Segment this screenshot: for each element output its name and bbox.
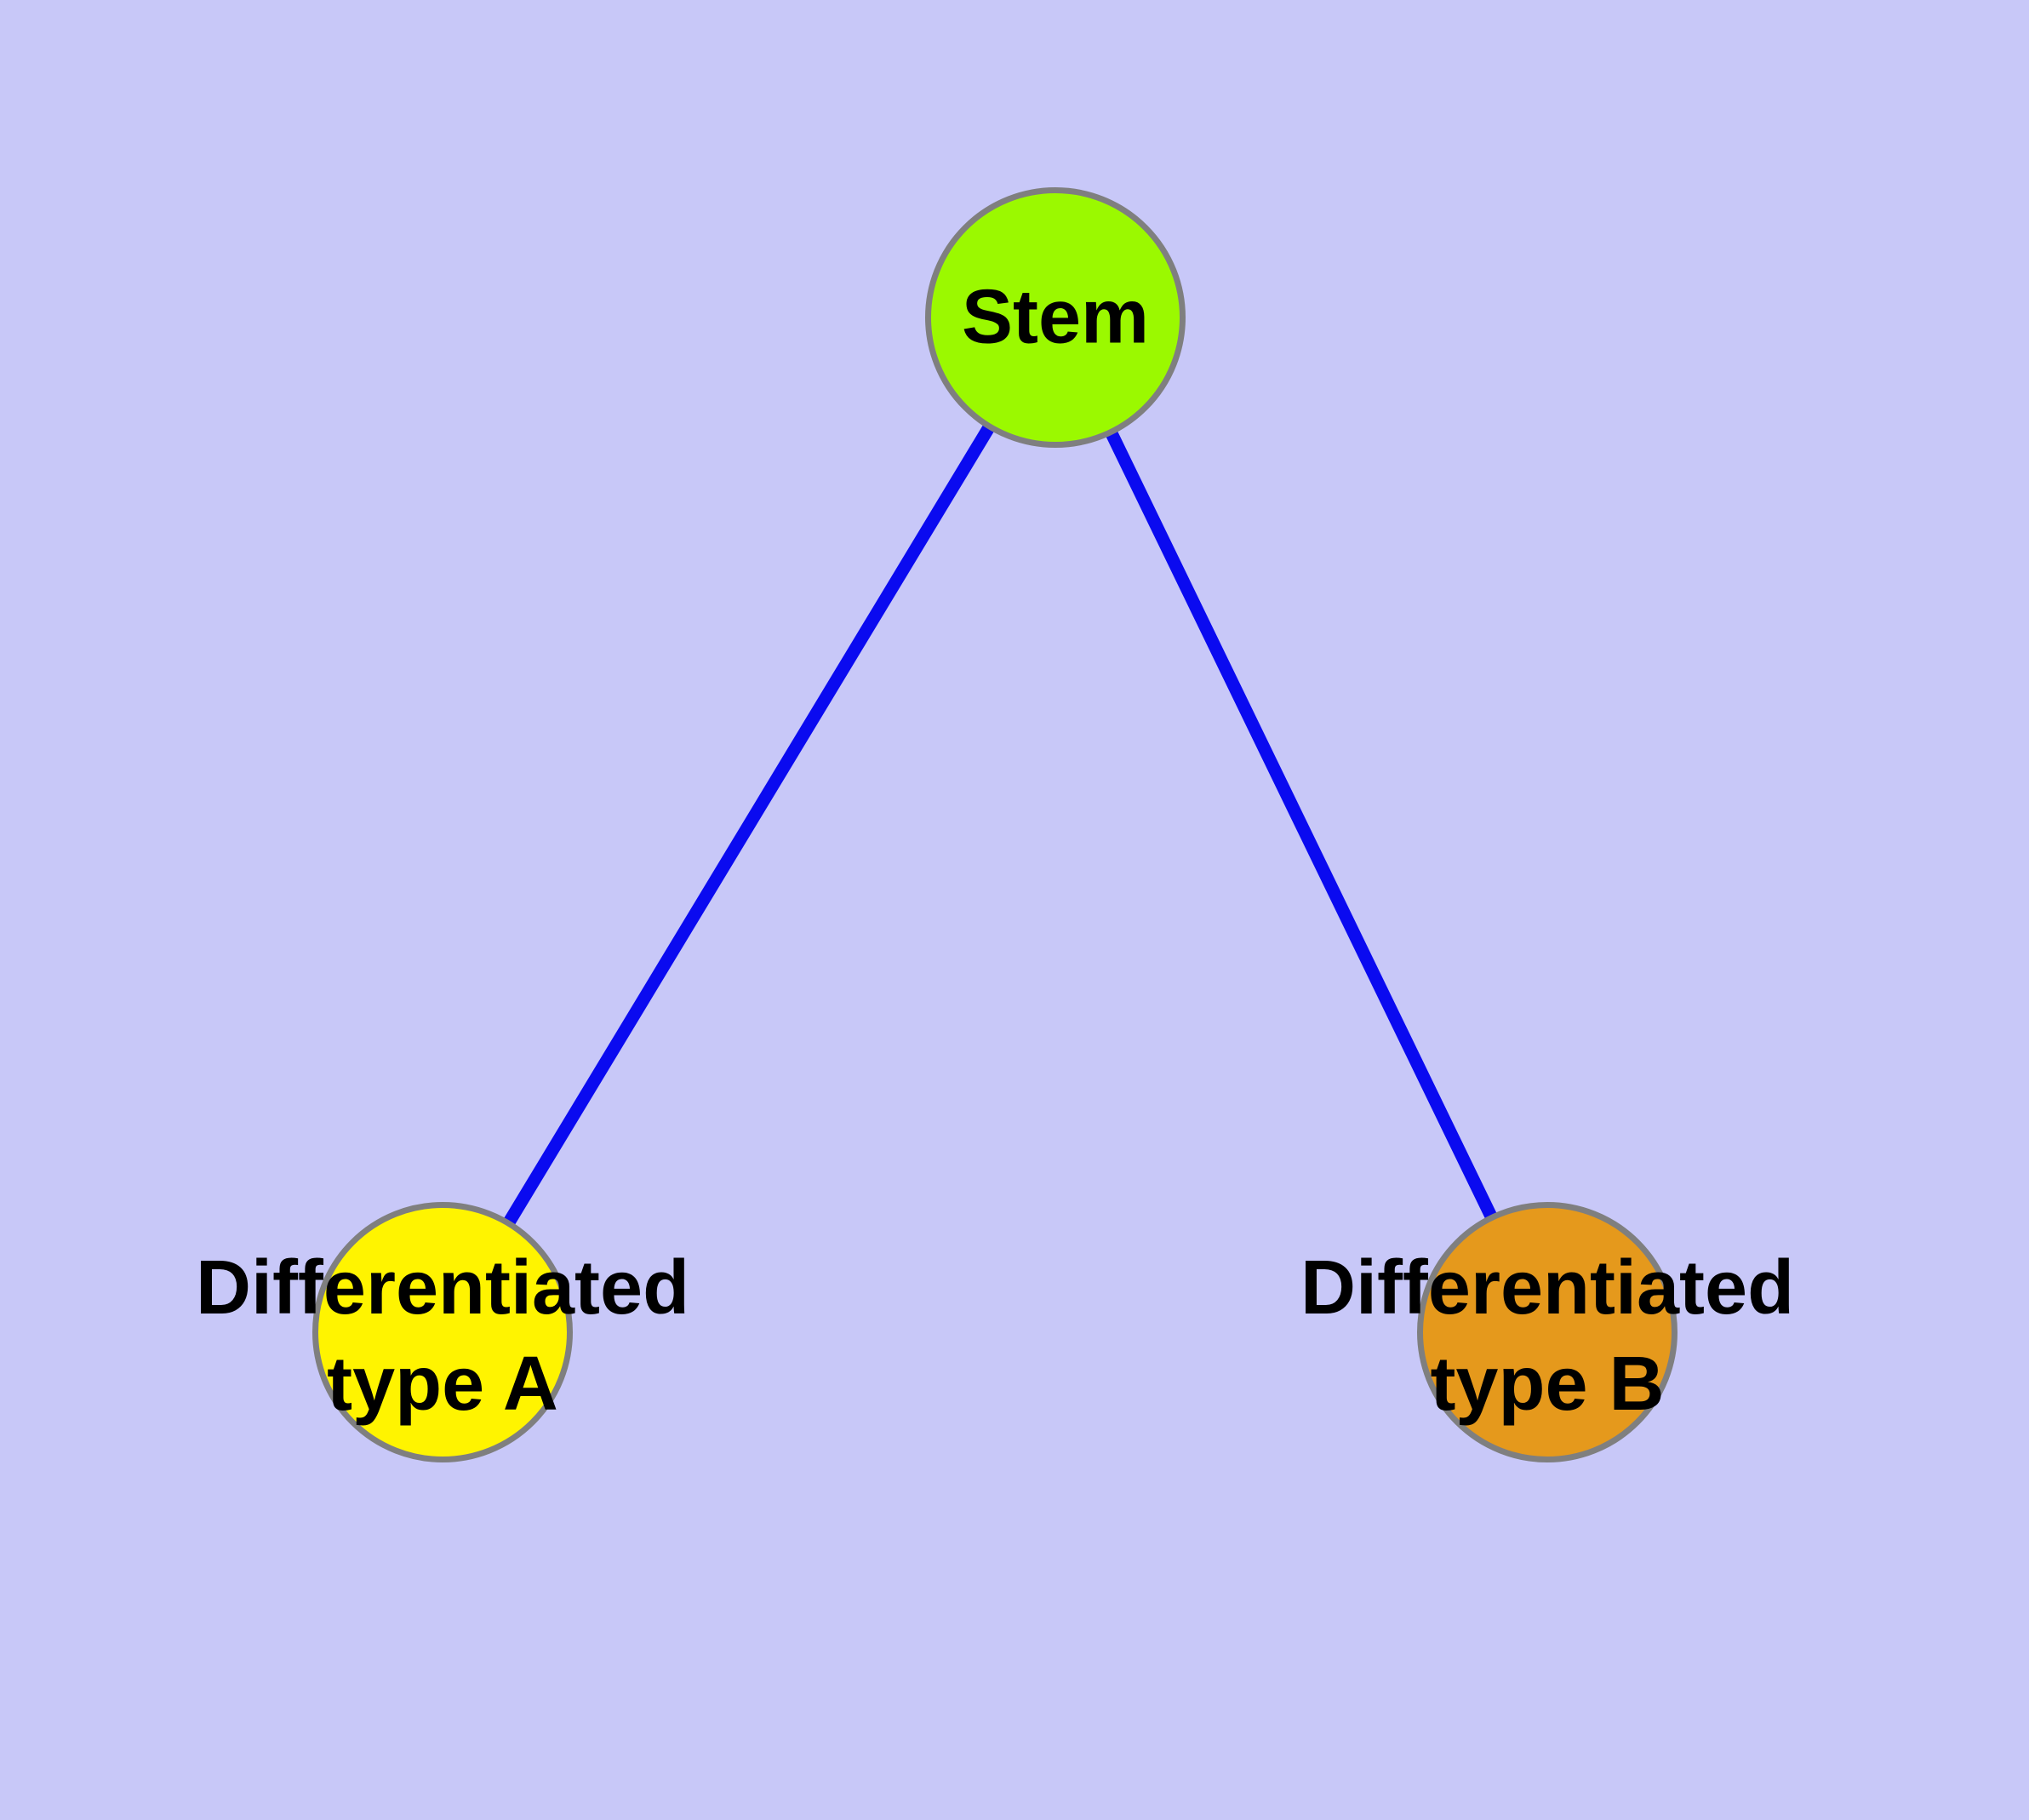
node-differentiated-type-a[interactable]	[312, 1202, 573, 1462]
edge-stem-to-type-a	[437, 314, 1061, 1336]
node-stem[interactable]	[925, 187, 1186, 448]
edge-stem-to-type-b	[1049, 314, 1553, 1336]
node-differentiated-type-b[interactable]	[1417, 1202, 1677, 1462]
